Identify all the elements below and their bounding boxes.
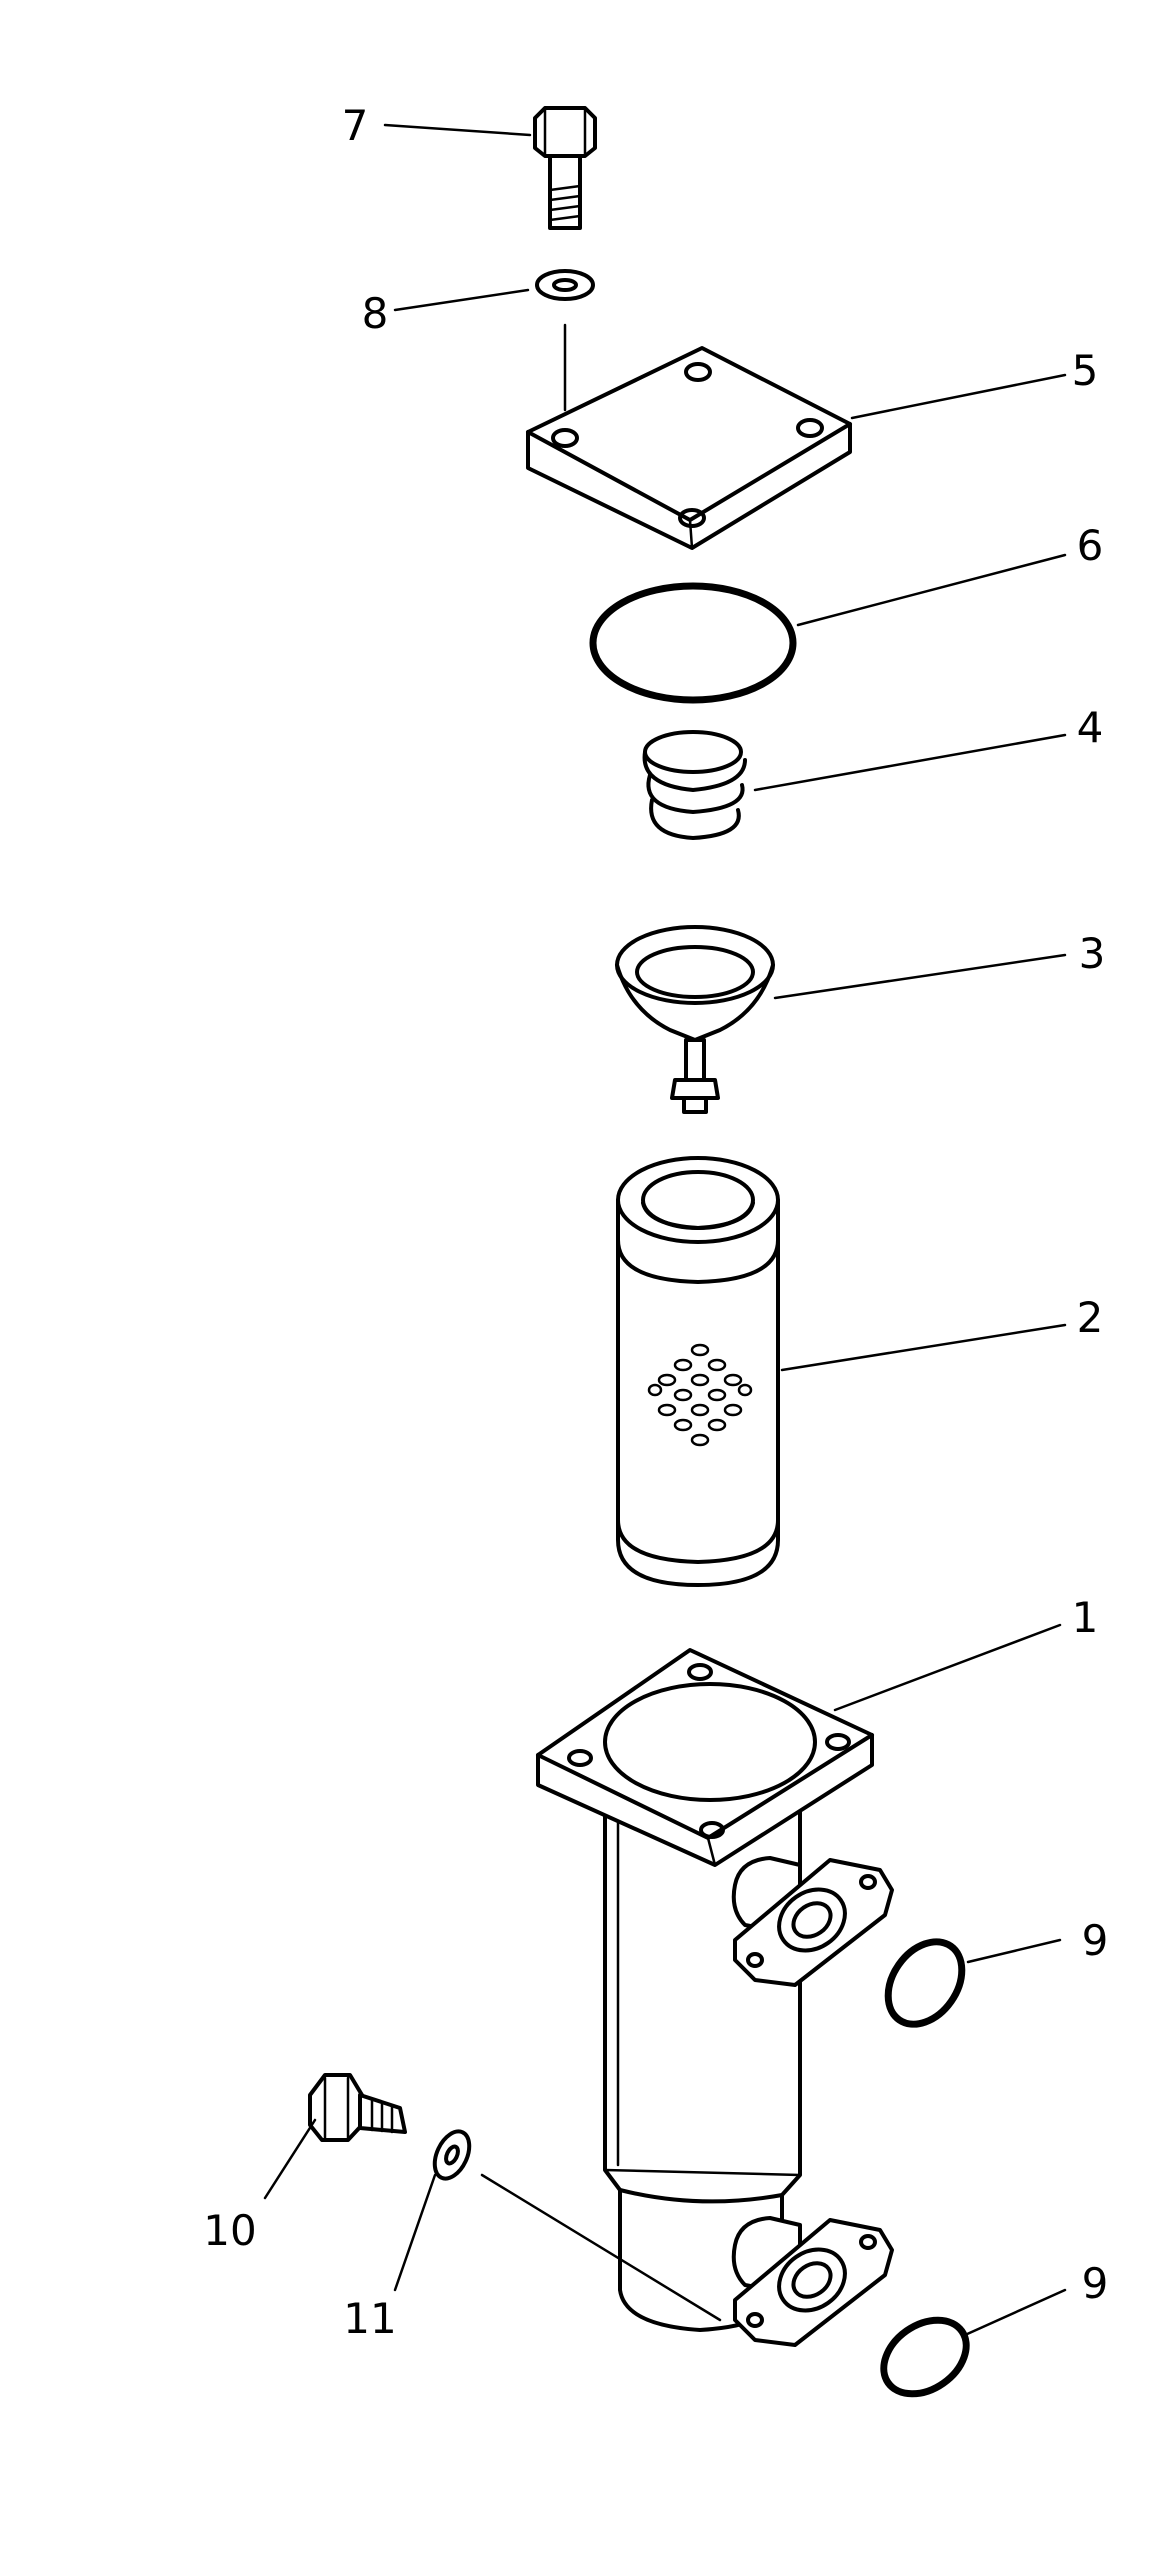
leader-3: [773, 953, 1067, 1000]
leader-10: [263, 2118, 317, 2200]
part-3-valve: [615, 925, 775, 1114]
leader-9a: [966, 1938, 1062, 1964]
callout-5: 5: [1072, 346, 1099, 395]
part-5-cover: [526, 346, 852, 550]
part-2-filter: [616, 1156, 780, 1587]
leader-11: [393, 2173, 437, 2292]
callout-labels: 7 8 5 6 4 3 2 1 9 10 11 9: [203, 101, 1108, 2343]
part-7-bolt: [533, 106, 597, 230]
leader-1: [833, 1623, 1062, 1712]
leader-9b: [963, 2288, 1067, 2337]
callout-3: 3: [1079, 929, 1106, 978]
part-6-oring: [589, 582, 797, 704]
callout-9-upper: 9: [1082, 1916, 1109, 1965]
callout-4: 4: [1077, 703, 1104, 752]
part-4-spring: [642, 730, 747, 840]
leader-2: [780, 1323, 1067, 1372]
callout-10: 10: [203, 2206, 256, 2255]
leader-7: [383, 123, 532, 137]
part-11-washer: [432, 2129, 722, 2322]
part-8-washer: [535, 269, 595, 412]
leader-5: [850, 373, 1067, 420]
leader-4: [753, 733, 1067, 792]
callout-8: 8: [362, 289, 389, 338]
part-9-oring-upper: [884, 1938, 966, 2028]
filter-perforations: [647, 1343, 753, 1447]
callout-6: 6: [1077, 521, 1104, 570]
callout-1: 1: [1072, 1593, 1099, 1642]
part-10-bolt: [308, 2073, 407, 2142]
callout-9-lower: 9: [1082, 2259, 1109, 2308]
leader-lines: [263, 123, 1067, 2337]
callout-11: 11: [343, 2294, 396, 2343]
callout-2: 2: [1077, 1293, 1104, 1342]
leader-6: [796, 553, 1067, 627]
leader-8: [393, 288, 530, 312]
callout-7: 7: [342, 101, 369, 150]
part-9-oring-lower: [880, 2316, 970, 2398]
part-1-housing: [536, 1648, 894, 2347]
